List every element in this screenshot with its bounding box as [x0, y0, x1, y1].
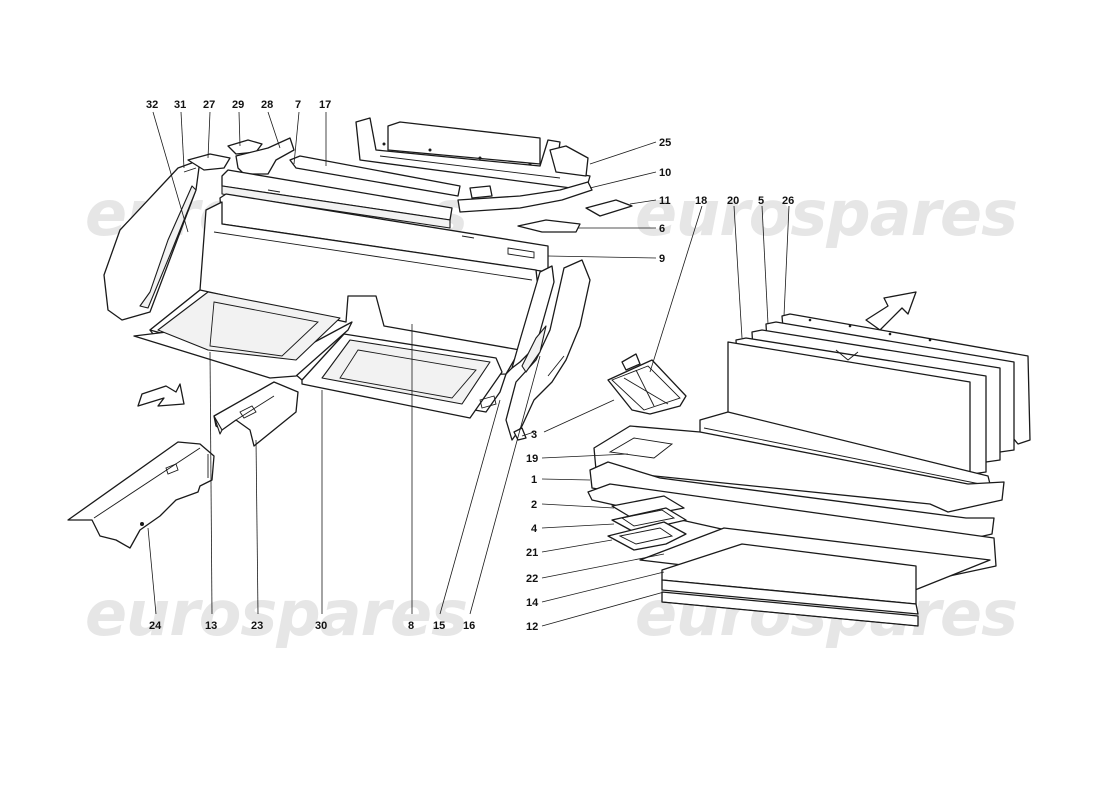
callout-15: 15	[433, 620, 445, 632]
callout-28: 28	[261, 99, 273, 111]
callout-23: 23	[251, 620, 263, 632]
callout-29: 29	[232, 99, 244, 111]
callout-24: 24	[149, 620, 162, 632]
part-upper-crossmember	[355, 117, 591, 191]
callout-14: 14	[526, 597, 539, 609]
callout-11: 11	[659, 195, 671, 207]
callout-18: 18	[695, 195, 707, 207]
part-large-mats	[639, 527, 991, 627]
callout-8: 8	[408, 620, 414, 632]
part-center-floor-tray	[301, 333, 503, 419]
callout-19: 19	[526, 453, 538, 465]
leader-lines	[147, 111, 790, 627]
callout-30: 30	[315, 620, 327, 632]
callout-12: 12	[526, 621, 538, 633]
part-small-bracket	[213, 381, 299, 447]
watermark-bottom-left: eurospares	[85, 577, 467, 650]
callout-17: 17	[319, 99, 331, 111]
callout-6: 6	[659, 223, 665, 235]
part-small-pads	[517, 199, 633, 233]
callout-1: 1	[531, 474, 537, 486]
callout-22: 22	[526, 573, 538, 585]
callout-20: 20	[727, 195, 739, 207]
callout-labels: 32 31 27 29 28 7 17 25 10 11 6 9 18 20 5…	[146, 99, 794, 633]
part-left-side-panel	[103, 159, 201, 321]
direction-arrow-right	[865, 291, 917, 331]
callout-31: 31	[174, 99, 186, 111]
callout-25: 25	[659, 137, 671, 149]
part-left-floor-tray	[133, 291, 353, 379]
part-curved-strip	[457, 181, 593, 213]
callout-21: 21	[526, 547, 538, 559]
callout-27: 27	[203, 99, 215, 111]
callout-7: 7	[295, 99, 301, 111]
callout-32: 32	[146, 99, 158, 111]
part-right-side-panels	[505, 259, 591, 441]
callout-16: 16	[463, 620, 475, 632]
part-long-side-piece	[67, 441, 215, 549]
callout-3: 3	[531, 429, 537, 441]
part-small-box	[607, 353, 687, 415]
callout-5: 5	[758, 195, 764, 207]
watermark-top-right: eurospares	[635, 177, 1017, 250]
callout-4: 4	[531, 523, 538, 535]
callout-9: 9	[659, 253, 665, 265]
callout-2: 2	[531, 499, 537, 511]
part-rear-panel-stack	[727, 313, 1031, 475]
callout-13: 13	[205, 620, 217, 632]
part-upper-strips	[221, 155, 461, 229]
direction-arrow-left	[137, 383, 185, 407]
part-small-trays	[607, 495, 687, 551]
callout-10: 10	[659, 167, 671, 179]
callout-26: 26	[782, 195, 794, 207]
